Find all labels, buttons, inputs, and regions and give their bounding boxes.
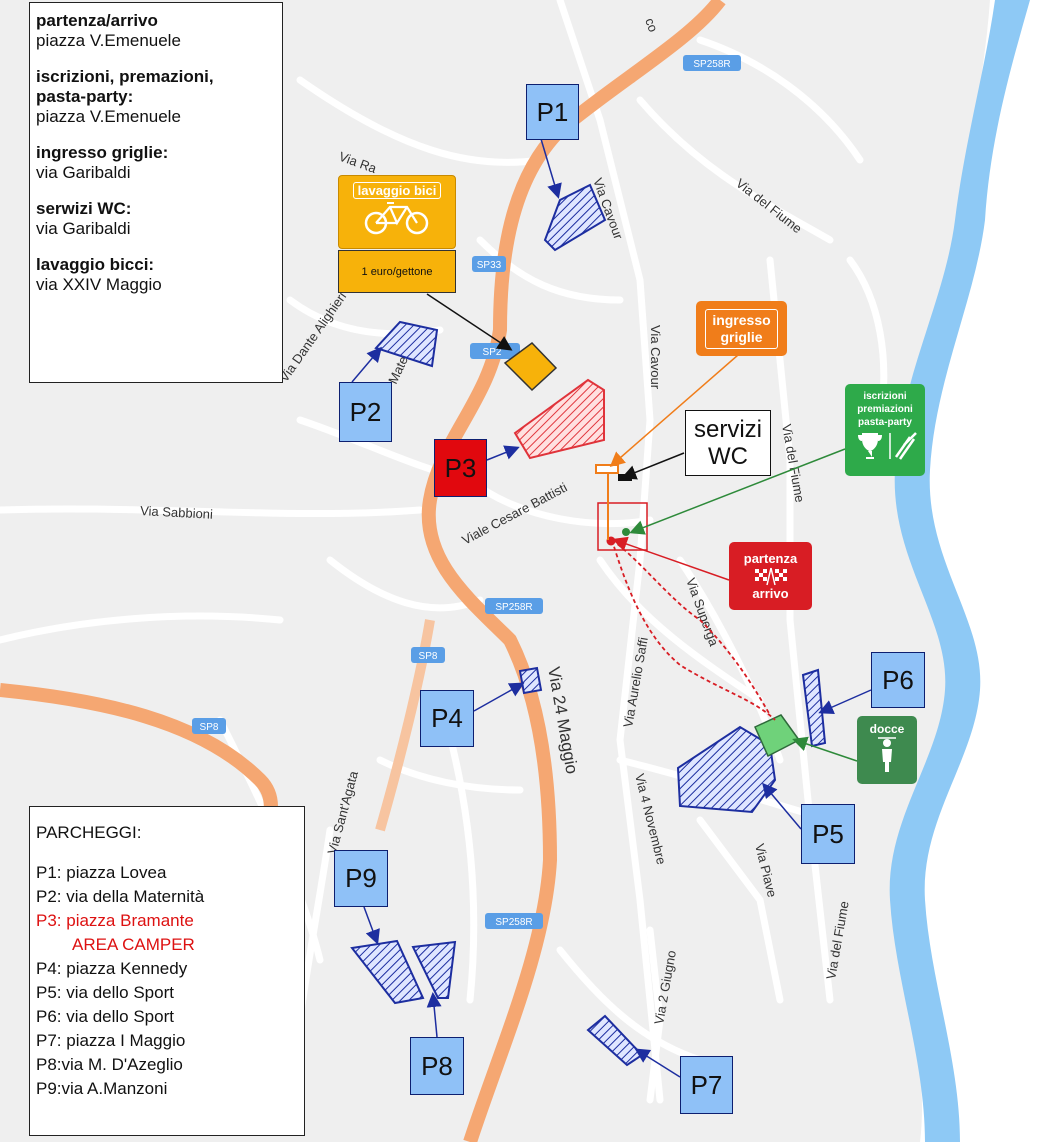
svg-text:Via Sabbioni: Via Sabbioni xyxy=(140,503,214,522)
start-value: piazza V.Emenuele xyxy=(36,31,181,50)
wc-sign: servizi WC xyxy=(685,410,771,476)
grid-entry-sign-line2: griglie xyxy=(720,328,763,345)
bike-wash-sign-label: lavaggio bici xyxy=(352,182,442,199)
svg-text:SP258R: SP258R xyxy=(495,917,532,928)
bike-wash-price: 1 euro/gettone xyxy=(338,250,456,293)
info-panel: partenza/arrivo piazza V.Emenuele iscriz… xyxy=(29,2,283,383)
bike-wash-value: via XXIV Maggio xyxy=(36,275,162,294)
grid-entry-sign: ingresso griglie xyxy=(696,301,787,356)
registration-sign-line1: iscrizioni xyxy=(863,391,907,402)
start-sign-line1: partenza xyxy=(743,551,798,566)
parking-label-p7[interactable]: P7 xyxy=(680,1056,733,1114)
parking-label-p3[interactable]: P3 xyxy=(434,439,487,497)
river-water xyxy=(889,0,1030,1142)
parking-label-p9[interactable]: P9 xyxy=(334,850,388,907)
svg-text:SP258R: SP258R xyxy=(693,59,730,70)
parking-legend: PARCHEGGI: P1: piazza Lovea P2: via dell… xyxy=(29,806,305,1136)
bike-wash-title: lavaggio bicci: xyxy=(36,255,155,274)
legend-row: P7: piazza I Maggio xyxy=(36,1031,186,1050)
svg-text:Via Cavour: Via Cavour xyxy=(648,325,663,390)
legend-row: P6: via dello Sport xyxy=(36,1007,174,1026)
legend-row: P8:via M. D'Azeglio xyxy=(36,1055,183,1074)
svg-text:SP8: SP8 xyxy=(419,651,438,662)
registration-sign-line3: pasta-party xyxy=(858,417,912,428)
grid-entry-sign-line1: ingresso xyxy=(712,311,771,328)
parking-label-p4[interactable]: P4 xyxy=(420,690,474,747)
shower-person-icon xyxy=(878,737,896,772)
start-sign-line2: arrivo xyxy=(752,586,789,601)
registration-title-line1: iscrizioni, premazioni, xyxy=(36,67,214,86)
showers-sign-label: docce xyxy=(869,722,905,736)
parking-area-p4 xyxy=(518,666,543,695)
checkered-flags-icon xyxy=(754,567,787,586)
connector-arrows xyxy=(351,138,872,1078)
legend-row-camper-area: AREA CAMPER xyxy=(72,935,195,954)
legend-row: P1: piazza Lovea xyxy=(36,863,167,882)
svg-text:SP33: SP33 xyxy=(477,260,502,271)
parking-label-p5[interactable]: P5 xyxy=(801,804,855,864)
legend-row: P5: via dello Sport xyxy=(36,983,174,1002)
svg-text:SP258R: SP258R xyxy=(495,602,532,613)
parking-area-p9 xyxy=(350,939,425,1005)
parking-label-p6[interactable]: P6 xyxy=(871,652,925,708)
wc-value: via Garibaldi xyxy=(36,219,131,238)
legend-row: P9:via A.Manzoni xyxy=(36,1079,168,1098)
grid-entry-value: via Garibaldi xyxy=(36,163,131,182)
start-finish-sign: partenza arrivo xyxy=(729,542,812,610)
river xyxy=(894,0,1048,1142)
grid-entry-title: ingresso griglie: xyxy=(36,143,169,162)
parking-label-p1[interactable]: P1 xyxy=(526,84,579,140)
wc-sign-line1: servizi xyxy=(693,416,762,443)
parking-area-p6 xyxy=(801,668,827,748)
registration-sign: iscrizioni premiazioni pasta-party xyxy=(845,384,925,476)
svg-text:SP8: SP8 xyxy=(200,722,219,733)
registration-value: piazza V.Emenuele xyxy=(36,107,181,126)
grid-entry-marker xyxy=(595,464,619,474)
parking-label-p8[interactable]: P8 xyxy=(410,1037,464,1095)
svg-text:SP2: SP2 xyxy=(483,347,502,358)
bicycle-icon xyxy=(364,202,429,235)
parking-area-p1 xyxy=(543,183,607,252)
svg-text:co: co xyxy=(642,16,661,34)
race-route xyxy=(611,539,776,721)
wc-title: serwizi WC: xyxy=(36,199,132,218)
parking-area-p3 xyxy=(513,378,605,460)
registration-title-line2: pasta-party: xyxy=(36,87,134,106)
legend-row: P2: via della Maternità xyxy=(36,887,205,906)
registration-sign-line2: premiazioni xyxy=(857,404,913,415)
parking-area-p2 xyxy=(374,320,439,368)
road-shields: SP258R SP33 SP2 SP258R SP8 SP8 SP258R xyxy=(192,55,741,929)
legend-title: PARCHEGGI: xyxy=(36,823,142,842)
parking-areas xyxy=(350,183,827,1067)
wc-sign-line2: WC xyxy=(708,443,748,470)
parking-label-p2[interactable]: P2 xyxy=(339,382,392,442)
registration-dot xyxy=(622,528,630,536)
legend-row-camper: P3: piazza Bramante xyxy=(36,911,194,930)
bike-wash-sign: lavaggio bici xyxy=(338,175,456,249)
showers-sign: docce xyxy=(857,716,917,784)
legend-row: P4: piazza Kennedy xyxy=(36,959,188,978)
parking-area-p8 xyxy=(411,940,457,999)
parking-area-p5 xyxy=(676,725,777,814)
bike-wash-spot xyxy=(503,342,558,392)
road-sp8-north xyxy=(375,619,435,832)
start-title: partenza/arrivo xyxy=(36,11,158,30)
trophy-and-food-icon xyxy=(858,432,917,460)
